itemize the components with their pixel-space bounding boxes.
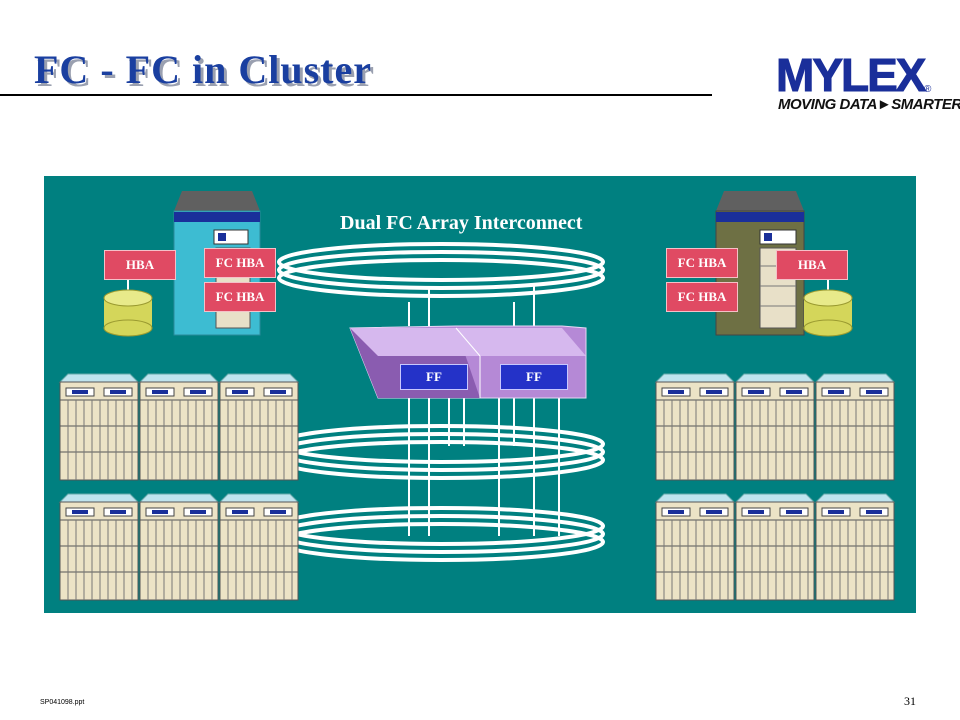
title-underline	[0, 94, 712, 96]
storage-cabinet	[815, 373, 895, 481]
logo-tagline: MOVING DATA►SMARTER	[778, 96, 960, 113]
right-hba-box: HBA	[776, 250, 848, 280]
storage-cabinet	[139, 373, 219, 481]
left-fc-hba-1-box: FC HBA	[204, 248, 276, 278]
left-disk-icon	[103, 272, 153, 337]
fc-loop-bottom	[277, 506, 605, 562]
storage-cabinet	[735, 493, 815, 601]
right-fc-hba-2-box: FC HBA	[666, 282, 738, 312]
storage-cabinet	[219, 373, 299, 481]
right-disk-icon	[803, 272, 853, 337]
left-hba-box: HBA	[104, 250, 176, 280]
slide-title: FC - FC in Cluster	[34, 47, 372, 92]
diagram-graphics	[59, 191, 895, 601]
mylex-logo: MYLEX ® MOVING DATA►SMARTER	[775, 49, 960, 122]
logo-registered-mark: ®	[924, 84, 932, 95]
storage-cabinet	[655, 373, 735, 481]
storage-cabinet	[59, 373, 139, 481]
logo-wordmark: MYLEX	[775, 49, 926, 101]
switch-ff-left: FF	[400, 364, 468, 390]
storage-cabinet	[139, 493, 219, 601]
diagram-title: Dual FC Array Interconnect	[340, 212, 583, 234]
left-fc-hba-2-box: FC HBA	[204, 282, 276, 312]
fc-loop-middle	[277, 424, 605, 480]
page-number: 31	[904, 694, 916, 708]
switch-ff-right: FF	[500, 364, 568, 390]
storage-cabinet	[815, 493, 895, 601]
storage-cabinet	[655, 493, 735, 601]
storage-cabinet	[59, 493, 139, 601]
storage-cabinet	[219, 493, 299, 601]
footer-filename: SP041098.ppt	[40, 699, 85, 706]
storage-cabinet	[735, 373, 815, 481]
fc-links	[408, 286, 560, 536]
right-fc-hba-1-box: FC HBA	[666, 248, 738, 278]
diagram-panel: Dual FC Array Interconnect HBA FC HBA FC…	[44, 176, 916, 613]
fc-loop-top	[277, 242, 605, 298]
